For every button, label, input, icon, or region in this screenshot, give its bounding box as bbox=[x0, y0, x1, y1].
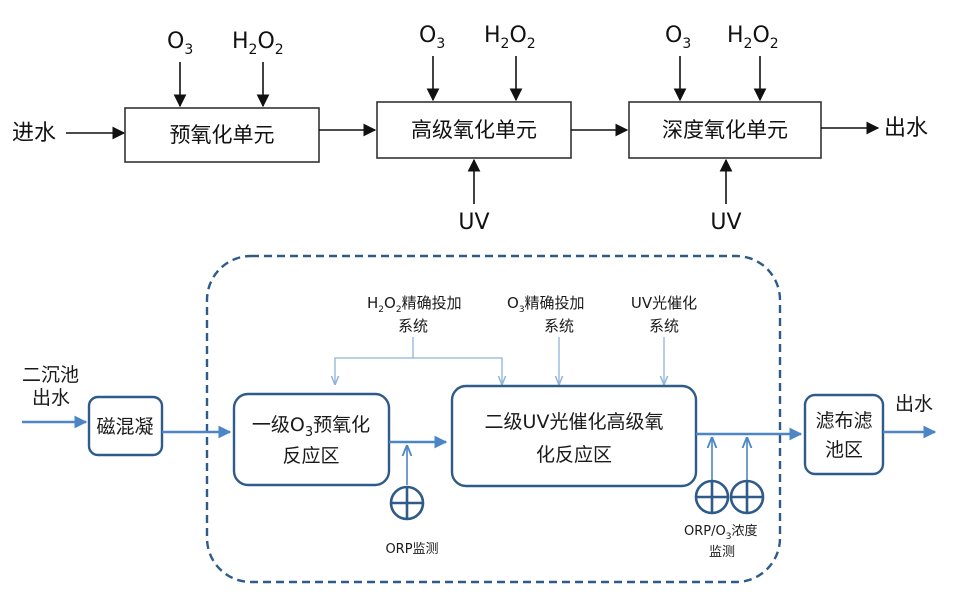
cloth-filter-label-line2: 池区 bbox=[825, 439, 863, 461]
bottom-flow: 二沉池 出水 磁混凝 H2O2精确投加 系统 O3精确投加 系统 UV光催化 系… bbox=[22, 254, 937, 584]
stage2-reaction-zone-label: 二级UV光催化高级氧 bbox=[485, 411, 664, 433]
unit2-uv-label: UV bbox=[458, 210, 489, 235]
secondary-clarifier-label: 二沉池 bbox=[22, 364, 79, 386]
pre-oxidation-unit-label: 预氧化单元 bbox=[170, 123, 275, 147]
stage2-reaction-zone-label-line2: 化反应区 bbox=[536, 444, 612, 466]
top-flow: 进水 预氧化单元 O3 H2O2 高级氧化单元 O3 H2O2 UV 深度氧化单… bbox=[12, 23, 928, 235]
h2o2-dosing-system-label-line2: 系统 bbox=[398, 317, 428, 335]
h2o2-dosing-line-stage2 bbox=[413, 357, 502, 384]
advanced-oxidation-unit-box bbox=[376, 101, 572, 159]
stage1-reaction-zone-label: 一级O3预氧化 bbox=[252, 414, 370, 440]
unit3-uv-label: UV bbox=[710, 210, 741, 235]
cloth-filter-label: 滤布滤 bbox=[815, 410, 872, 432]
unit1-h2o2-label: H2O2 bbox=[232, 29, 284, 58]
uv-system-label-line2: 系统 bbox=[649, 317, 679, 335]
o3-dosing-system-label-line2: 系统 bbox=[544, 317, 574, 335]
h2o2-dosing-system-label: H2O2精确投加 bbox=[367, 294, 462, 315]
unit1-o3-label: O3 bbox=[167, 29, 193, 58]
advanced-oxidation-unit-label: 高级氧化单元 bbox=[411, 118, 537, 142]
o3-dosing-system-label: O3精确投加 bbox=[507, 294, 585, 315]
orp-monitoring-label: ORP监测 bbox=[385, 542, 438, 557]
uv-system-label: UV光催化 bbox=[631, 294, 697, 312]
orp-sensor-icon bbox=[389, 485, 425, 521]
top-outlet-label: 出水 bbox=[884, 116, 928, 141]
unit2-o3-label: O3 bbox=[419, 23, 445, 52]
unit3-h2o2-label: H2O2 bbox=[727, 23, 779, 52]
treatment-zone-boundary bbox=[205, 254, 782, 584]
magnetic-coagulation-label: 磁混凝 bbox=[96, 416, 153, 438]
stage2-reaction-zone-box bbox=[450, 384, 698, 488]
o3-concentration-sensor-icon bbox=[729, 479, 765, 515]
bottom-outlet-label: 出水 bbox=[895, 393, 933, 415]
cloth-filter-box bbox=[803, 393, 885, 476]
magnetic-coagulation-box bbox=[87, 395, 164, 457]
stage1-reaction-zone-box bbox=[232, 392, 391, 487]
orp-o3-monitoring-label: ORP/O3浓度 bbox=[684, 523, 757, 542]
orp-sensor-icon-2 bbox=[694, 479, 730, 515]
unit2-h2o2-label: H2O2 bbox=[484, 23, 536, 52]
deep-oxidation-unit-box bbox=[628, 101, 822, 159]
top-inlet-label: 进水 bbox=[12, 121, 56, 146]
stage1-reaction-zone-label-line2: 反应区 bbox=[282, 445, 339, 467]
orp-o3-monitoring-label-line2: 监测 bbox=[709, 545, 735, 560]
deep-oxidation-unit-label: 深度氧化单元 bbox=[662, 118, 788, 142]
secondary-clarifier-outlet-label: 出水 bbox=[32, 387, 70, 409]
unit3-o3-label: O3 bbox=[665, 23, 691, 52]
h2o2-dosing-line-stage1 bbox=[335, 337, 414, 384]
pre-oxidation-unit-box bbox=[124, 107, 320, 163]
